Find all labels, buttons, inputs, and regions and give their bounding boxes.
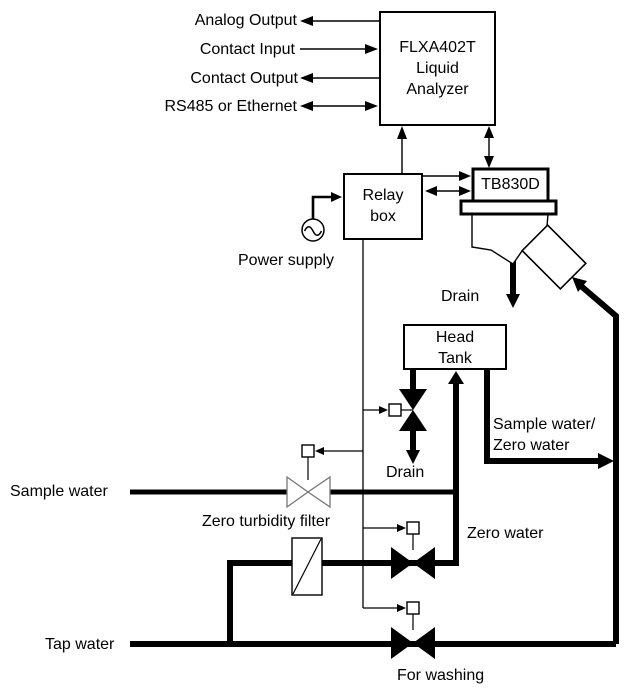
valve-sample-water [286, 475, 331, 509]
control-branch-zero-valve [363, 524, 406, 532]
pipe-zero-water [227, 560, 456, 644]
power-supply-icon [301, 218, 325, 242]
pipe-tank-outlet [484, 368, 614, 469]
label-sample-water: Sample water [10, 483, 108, 500]
detector-funnel [471, 213, 549, 265]
label-drain-detector: Drain [441, 288, 480, 305]
valve-zero-water [391, 547, 435, 579]
contact-input-arrow [300, 44, 378, 54]
relay-box-label-line1: Relay [362, 187, 404, 204]
relay-box: Relay box [343, 173, 423, 240]
valve-washing [391, 627, 435, 659]
control-branch-washing-valve [363, 604, 406, 612]
actuator-tank-drain-valve [388, 403, 413, 417]
analyzer-name: FLXA402T [399, 39, 476, 56]
filter-diagonal [292, 538, 322, 595]
label-contact-input: Contact Input [199, 41, 295, 58]
sensor-head-box [471, 167, 550, 203]
label-zero-turbidity-filter: Zero turbidity filter [202, 513, 331, 530]
relay-sensor-link-bottom [425, 186, 471, 196]
analyzer-word-liquid: Liquid [416, 60, 459, 77]
label-tap-water: Tap water [45, 636, 115, 653]
relay-to-analyzer-link [397, 126, 407, 173]
label-rs485-ethernet: RS485 or Ethernet [164, 98, 297, 115]
sensor-flange [459, 199, 558, 216]
relay-sensor-link-top [423, 171, 471, 181]
power-supply-arrow [311, 192, 342, 219]
filter-body [291, 537, 323, 596]
actuator-washing-valve [406, 601, 420, 630]
control-branch-sample-valve [315, 447, 363, 455]
analyzer-word-analyzer: Analyzer [406, 81, 469, 98]
label-sample-zero-line2: Zero water [493, 437, 570, 454]
valve-tank-drain [399, 389, 427, 431]
pipe-wash-return [572, 277, 619, 644]
label-for-washing: For washing [397, 667, 485, 684]
analyzer-sensor-link [484, 126, 494, 168]
label-power-supply: Power supply [238, 252, 335, 269]
relay-box-label-line2: box [370, 208, 396, 225]
actuator-zero-valve [406, 521, 420, 550]
detector-probe [521, 224, 587, 290]
head-tank-label-line2: Tank [438, 350, 472, 367]
actuator-sample-valve [301, 444, 315, 480]
label-drain-tank: Drain [386, 464, 425, 481]
head-tank-box: Head Tank [403, 324, 507, 370]
analog-output-arrow [300, 16, 379, 26]
analyzer-box: FLXA402T Liquid Analyzer [379, 11, 496, 126]
pipe-tank-drain [406, 368, 420, 464]
sensor-label: TB830D [481, 176, 540, 193]
head-tank-label-line1: Head [435, 329, 475, 346]
label-analog-output: Analog Output [194, 12, 297, 29]
contact-output-arrow [300, 73, 379, 83]
pipe-detector-drain [506, 261, 520, 308]
label-contact-output: Contact Output [190, 70, 298, 87]
label-sample-zero-line1: Sample water/ [493, 416, 596, 433]
label-zero-water: Zero water [467, 525, 544, 542]
control-branch-tank-drain-valve [363, 406, 388, 414]
pipe-riser-to-head-tank [448, 371, 464, 566]
rs485-ethernet-arrow [300, 101, 378, 111]
